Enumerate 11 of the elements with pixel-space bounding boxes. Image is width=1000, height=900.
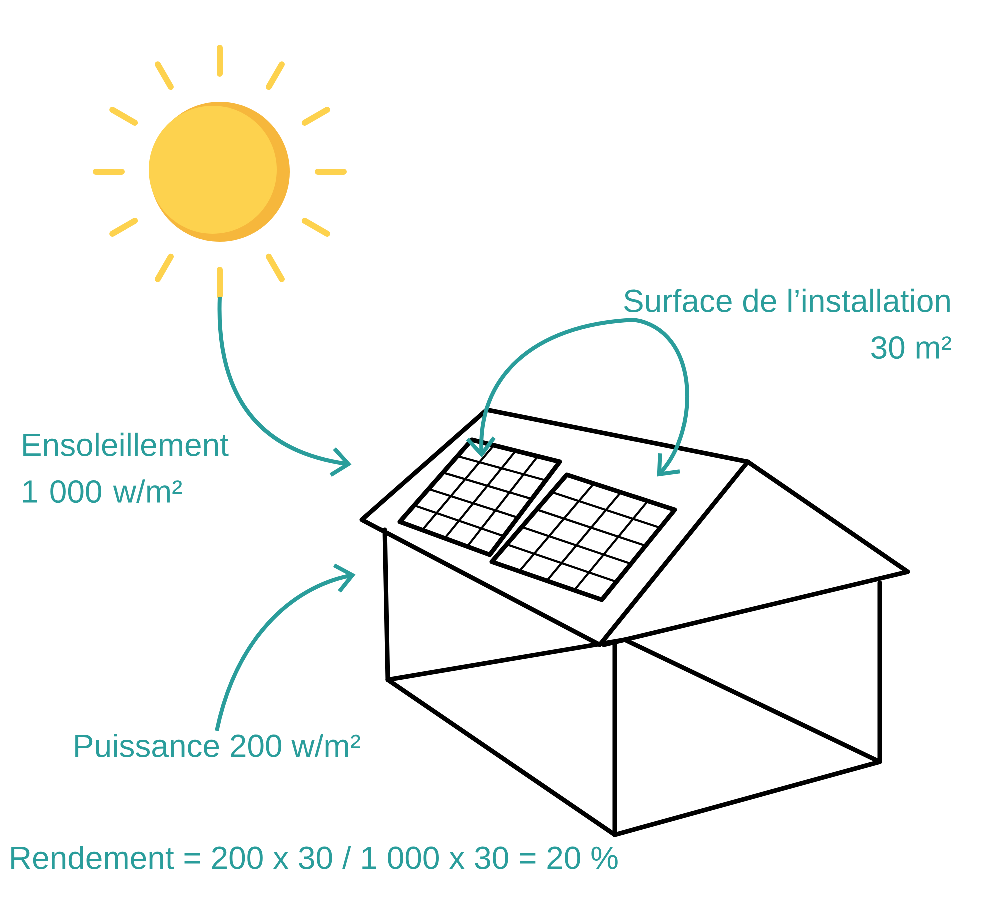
arrow: [218, 297, 352, 477]
text-label: Surface de l’installation 30 m²: [624, 288, 952, 360]
arrow: [466, 318, 634, 458]
text-label: Ensoleillement 1 000 w/m²: [23, 432, 229, 504]
solar-panel: [490, 472, 678, 602]
text-label: Puissance 200 w/m²: [76, 734, 360, 758]
sun-drawing: [93, 45, 347, 299]
house-drawing: [360, 408, 910, 838]
arrow: [634, 318, 690, 477]
text-label: Rendement = 200 x 30 / 1 000 x 30 = 20 %: [12, 846, 618, 870]
arrow: [215, 564, 356, 732]
